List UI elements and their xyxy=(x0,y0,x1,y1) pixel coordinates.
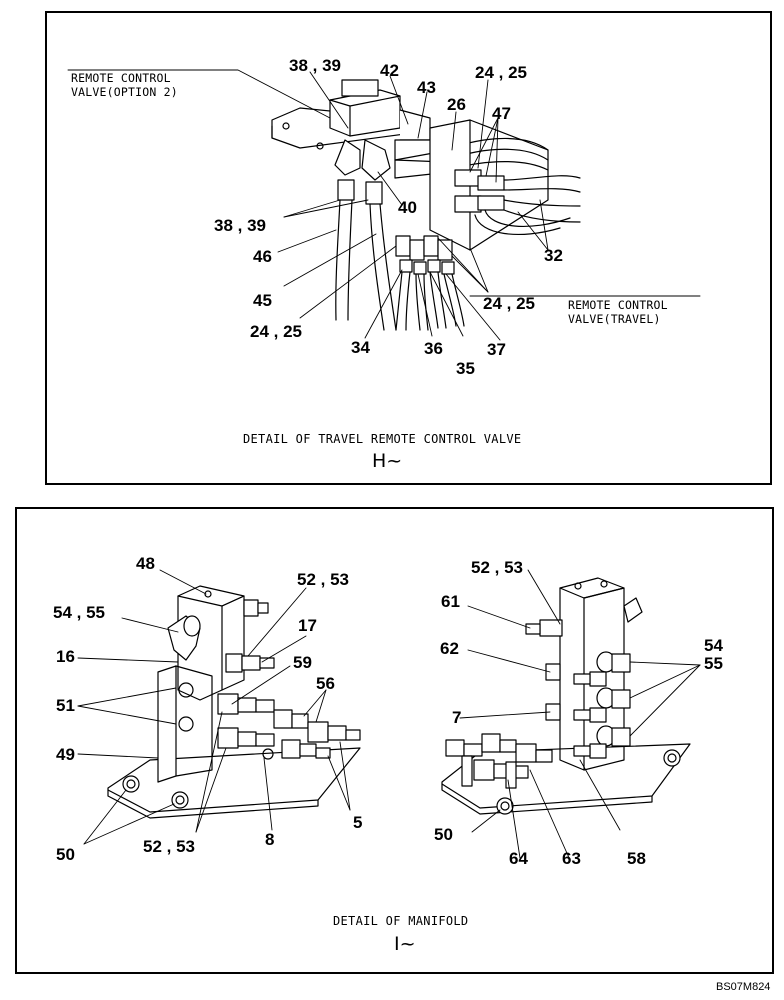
callout-38-39-left: 38 , 39 xyxy=(214,216,266,235)
manifold-left-art xyxy=(107,585,361,819)
callout-62: 62 xyxy=(440,639,459,658)
label-line: REMOTE CONTROL xyxy=(71,71,171,85)
callout-7: 7 xyxy=(452,708,462,727)
callout-24-25-bottom: 24 , 25 xyxy=(250,322,302,341)
section-mark-i: I~ xyxy=(394,933,416,955)
callout-32: 32 xyxy=(544,246,563,265)
panel-h-leader-lines xyxy=(67,69,701,341)
callout-56: 56 xyxy=(316,674,335,693)
remote-control-valve-travel-label: REMOTE CONTROL VALVE(TRAVEL) xyxy=(568,298,668,326)
label-line: VALVE(OPTION 2) xyxy=(71,85,178,99)
panel-i-leader-lines xyxy=(77,569,701,861)
panel-h-caption: DETAIL OF TRAVEL REMOTE CONTROL VALVE xyxy=(243,432,522,446)
callout-52-53-right: 52 , 53 xyxy=(471,558,523,577)
remote-control-valve-travel-art xyxy=(395,119,581,331)
callout-52-53-left-bottom: 52 , 53 xyxy=(143,837,195,856)
callout-55: 55 xyxy=(704,654,723,673)
callout-50-right: 50 xyxy=(434,825,453,844)
callout-40: 40 xyxy=(398,198,417,217)
callout-35: 35 xyxy=(456,359,475,378)
remote-control-valve-option2-label: REMOTE CONTROL VALVE(OPTION 2) xyxy=(71,71,178,99)
callout-50-left: 50 xyxy=(56,845,75,864)
callout-61: 61 xyxy=(441,592,460,611)
manifold-detail-panel xyxy=(15,507,774,974)
callout-54: 54 xyxy=(704,636,723,655)
callout-38-39-top: 38 , 39 xyxy=(289,56,341,75)
callout-43: 43 xyxy=(417,78,436,97)
callout-54-55-left: 54 , 55 xyxy=(53,603,105,622)
callout-58: 58 xyxy=(627,849,646,868)
callout-63: 63 xyxy=(562,849,581,868)
callout-37: 37 xyxy=(487,340,506,359)
manifold-right-art xyxy=(441,577,691,815)
callout-24-25-right: 24 , 25 xyxy=(483,294,535,313)
drawing-code: BS07M824 xyxy=(716,981,771,993)
label-line: REMOTE CONTROL xyxy=(568,298,668,312)
label-line: VALVE(TRAVEL) xyxy=(568,312,661,326)
callout-42: 42 xyxy=(380,61,399,80)
callout-45: 45 xyxy=(253,291,272,310)
callout-17: 17 xyxy=(298,616,317,635)
callout-47: 47 xyxy=(492,104,511,123)
callout-34: 34 xyxy=(351,338,370,357)
callout-24-25-top: 24 , 25 xyxy=(475,63,527,82)
travel-remote-control-valve-panel xyxy=(45,11,772,485)
callout-36: 36 xyxy=(424,339,443,358)
callout-52-53-left-top: 52 , 53 xyxy=(297,570,349,589)
panel-i-caption: DETAIL OF MANIFOLD xyxy=(333,914,469,928)
section-mark-h: H~ xyxy=(372,450,403,472)
callout-48: 48 xyxy=(136,554,155,573)
callout-16: 16 xyxy=(56,647,75,666)
callout-64: 64 xyxy=(509,849,528,868)
callout-26: 26 xyxy=(447,95,466,114)
callout-59: 59 xyxy=(293,653,312,672)
callout-51: 51 xyxy=(56,696,75,715)
callout-46: 46 xyxy=(253,247,272,266)
callout-8: 8 xyxy=(265,830,275,849)
callout-5: 5 xyxy=(353,813,363,832)
callout-49: 49 xyxy=(56,745,75,764)
